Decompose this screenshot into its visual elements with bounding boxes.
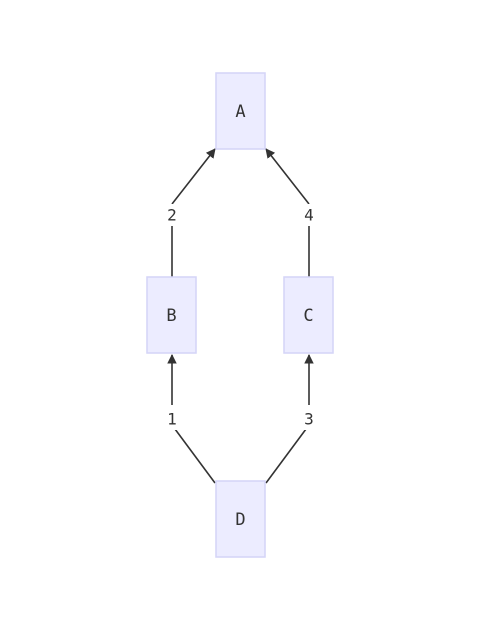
node-d-box — [215, 480, 266, 558]
edge-label-1: 1 — [167, 410, 177, 429]
node-c[interactable]: C — [283, 276, 334, 354]
node-d[interactable]: D — [215, 480, 266, 558]
edge-c-to-a: 4 — [265, 148, 318, 277]
node-b[interactable]: B — [146, 276, 197, 354]
node-c-box — [283, 276, 334, 354]
edge-d-to-b: 1 — [163, 354, 216, 484]
edge-label-3: 3 — [304, 410, 314, 429]
node-d-label: D — [235, 510, 245, 530]
edge-label-2: 2 — [167, 206, 177, 225]
node-c-label: C — [303, 306, 313, 326]
node-b-box — [146, 276, 197, 354]
edge-label-4: 4 — [304, 206, 314, 225]
edge-b-to-a: 2 — [163, 148, 216, 277]
node-b-label: B — [166, 306, 176, 326]
node-a-label: A — [235, 102, 245, 122]
edge-d-to-c: 3 — [265, 354, 318, 484]
node-a[interactable]: A — [215, 72, 266, 150]
node-a-box — [215, 72, 266, 150]
